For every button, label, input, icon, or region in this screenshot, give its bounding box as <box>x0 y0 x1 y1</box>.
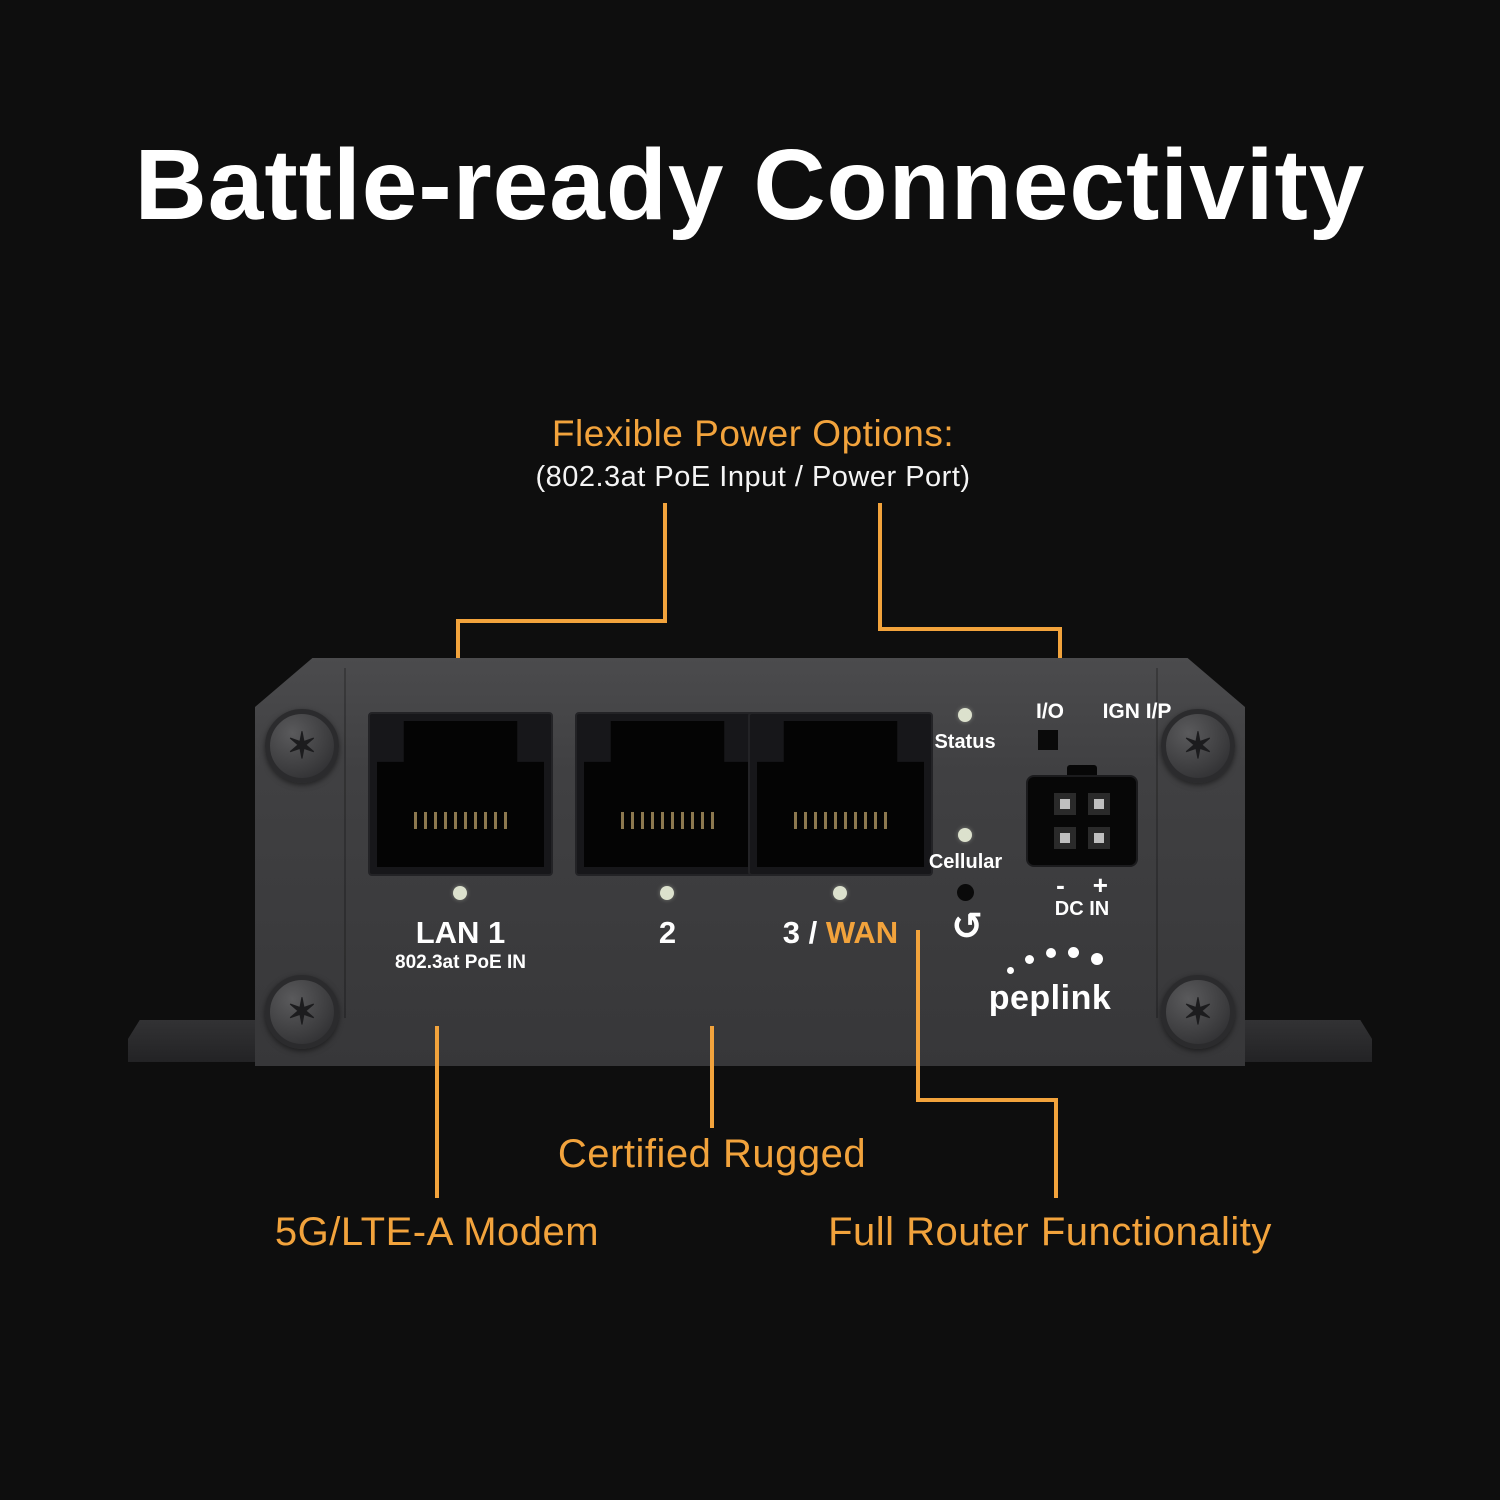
lan3-led-icon <box>833 886 847 900</box>
router-functionality-label: Full Router Functionality <box>828 1210 1272 1254</box>
pin1-marker-icon <box>1038 730 1058 750</box>
dc-connector-tab <box>1067 765 1097 777</box>
status-led-icon <box>958 708 972 722</box>
dc-pin <box>1088 827 1110 849</box>
torx-star-icon: ✶ <box>1182 991 1214 1032</box>
torx-screw-icon: ✶ <box>265 709 339 783</box>
lan3-label-prefix: 3 / <box>782 915 826 950</box>
ethernet-port-lan1 <box>368 712 553 876</box>
status-led-label: Status <box>934 731 996 753</box>
callout-line-router-horizontal <box>916 1098 1058 1102</box>
page-title: Battle-ready Connectivity <box>134 129 1366 241</box>
cellular-led-icon <box>958 828 972 842</box>
rj45-jack-icon <box>757 721 924 867</box>
dc-pin <box>1088 793 1110 815</box>
dc-polarity-labels: - + <box>1026 870 1138 901</box>
logo-dot-icon <box>1007 967 1014 974</box>
lan2-label: 2 <box>658 915 677 950</box>
dc-in-label: DC IN <box>1054 898 1110 920</box>
certified-rugged-label: Certified Rugged <box>557 1132 867 1176</box>
lan2-led-icon <box>660 886 674 900</box>
callout-line-modem <box>435 1026 439 1198</box>
logo-dot-icon <box>1025 955 1034 964</box>
dc-connector-pins <box>1054 793 1110 849</box>
torx-star-icon: ✶ <box>286 725 318 766</box>
torx-screw-icon: ✶ <box>1161 975 1235 1049</box>
dc-plus-label: + <box>1092 870 1108 900</box>
rj45-pins <box>620 812 715 830</box>
io-label: I/O <box>1035 700 1064 723</box>
lan3-wan-label: 3 / WAN <box>748 915 933 951</box>
callout-line-router-vertical-top <box>916 930 920 1102</box>
peplink-wordmark: peplink <box>988 979 1112 1017</box>
torx-star-icon: ✶ <box>286 991 318 1032</box>
power-options-heading: Flexible Power Options: <box>551 413 955 454</box>
callout-line-dc-horizontal <box>878 627 1062 631</box>
reset-icon: ↺ <box>951 904 983 948</box>
wan-label-accent: WAN <box>825 915 899 950</box>
mounting-flange-left <box>128 1020 258 1062</box>
rj45-pins <box>413 812 508 830</box>
modem-label: 5G/LTE-A Modem <box>274 1210 600 1254</box>
rj45-jack-icon <box>377 721 544 867</box>
callout-line-poe-vertical-top <box>663 503 667 623</box>
torx-screw-icon: ✶ <box>1161 709 1235 783</box>
dc-pin <box>1054 793 1076 815</box>
rj45-pins <box>793 812 888 830</box>
dc-power-connector <box>1026 775 1138 867</box>
dc-pin <box>1054 827 1076 849</box>
mounting-flange-right <box>1242 1020 1372 1062</box>
power-options-subheading: (802.3at PoE Input / Power Port) <box>535 461 971 493</box>
rj45-jack-icon <box>584 721 751 867</box>
callout-line-rugged <box>710 1026 714 1128</box>
lan1-poe-sublabel: 802.3at PoE IN <box>395 952 526 973</box>
panel-seam-right <box>1156 668 1158 1018</box>
dc-minus-label: - <box>1056 870 1065 900</box>
ethernet-port-lan3-wan <box>748 712 933 876</box>
logo-dot-icon <box>1068 947 1079 958</box>
torx-screw-icon: ✶ <box>265 975 339 1049</box>
torx-star-icon: ✶ <box>1182 725 1214 766</box>
lan1-led-icon <box>453 886 467 900</box>
panel-seam-left <box>344 668 346 1018</box>
ign-ip-label: IGN I/P <box>1102 700 1172 723</box>
power-options-callout: Flexible Power Options: (802.3at PoE Inp… <box>353 413 1153 494</box>
logo-dot-icon <box>1091 953 1103 965</box>
peplink-logo: peplink <box>945 943 1155 1021</box>
lan1-label: LAN 1 <box>415 915 506 950</box>
callout-line-poe-horizontal <box>456 619 667 623</box>
reset-pinhole <box>957 884 974 901</box>
ethernet-port-lan2 <box>575 712 760 876</box>
cellular-led-label: Cellular <box>928 851 1003 873</box>
logo-dot-icon <box>1046 948 1056 958</box>
callout-line-dc-vertical-top <box>878 503 882 631</box>
callout-line-router-vertical-bottom <box>1054 1098 1058 1198</box>
